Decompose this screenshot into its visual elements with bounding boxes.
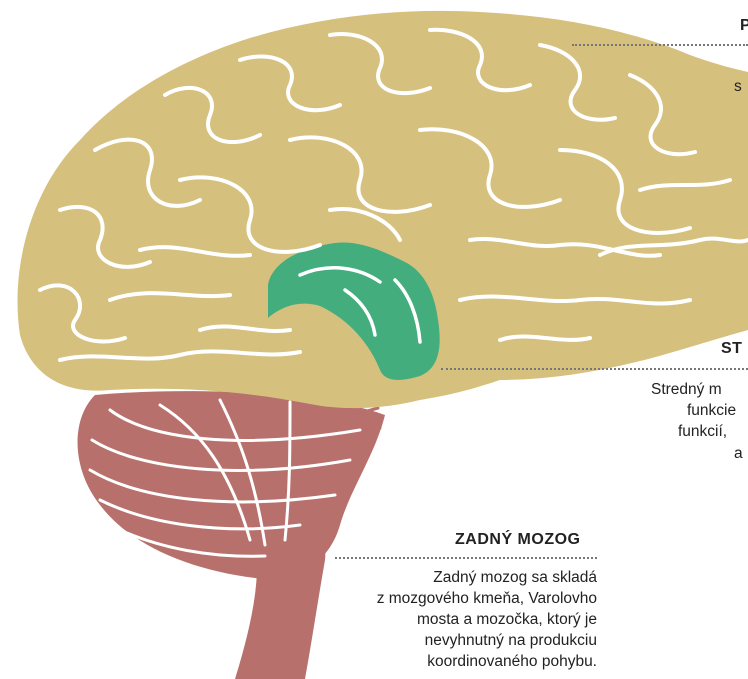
leader-line-hindbrain [335, 557, 597, 559]
label-top-title: P [740, 17, 748, 35]
leader-line-top [572, 44, 748, 46]
label-middle-line-4: a [734, 443, 743, 464]
label-top-text: s [734, 76, 742, 97]
leader-line-middle [441, 368, 748, 370]
label-hindbrain-line-2: z mozgového kmeňa, Varolovho [377, 588, 597, 609]
label-hindbrain-line-5: koordinovaného pohybu. [427, 651, 597, 672]
label-middle-line-1: Stredný m [651, 379, 722, 400]
label-hindbrain-line-3: mosta a mozočka, ktorý je [417, 609, 597, 630]
label-hindbrain-title: ZADNÝ MOZOG [455, 531, 581, 549]
label-hindbrain-line-1: Zadný mozog sa skladá [433, 567, 597, 588]
label-middle-line-3: funkcií, [678, 421, 727, 442]
label-hindbrain-line-4: nevyhnutný na produkciu [425, 630, 597, 651]
label-middle-title: ST [721, 340, 742, 358]
label-middle-line-2: funkcie [687, 400, 736, 421]
